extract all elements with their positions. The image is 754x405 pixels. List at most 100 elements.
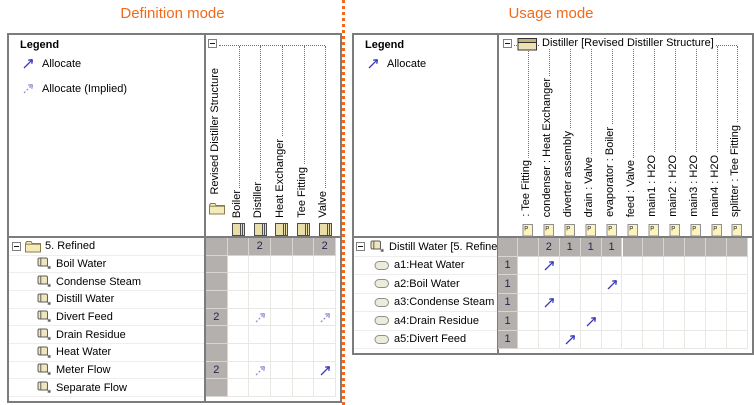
matrix-cell[interactable] xyxy=(292,344,315,362)
matrix-cell[interactable] xyxy=(559,312,581,331)
matrix-cell[interactable] xyxy=(227,361,250,380)
matrix-cell[interactable] xyxy=(706,238,727,257)
matrix-cell[interactable] xyxy=(518,293,539,312)
matrix-cell[interactable] xyxy=(580,256,602,275)
column-header-label-6[interactable]: main1 : H2O xyxy=(645,153,658,219)
matrix-cell[interactable] xyxy=(206,238,228,256)
matrix-cell[interactable]: 2 xyxy=(538,238,560,257)
matrix-cell[interactable] xyxy=(314,273,336,291)
matrix-cell[interactable] xyxy=(271,344,293,362)
row-label-3[interactable]: Distill Water xyxy=(9,291,204,309)
matrix-cell[interactable] xyxy=(271,361,293,380)
matrix-cell[interactable] xyxy=(249,344,271,362)
matrix-cell[interactable] xyxy=(292,238,315,256)
matrix-cell[interactable] xyxy=(685,275,707,294)
matrix-cell[interactable] xyxy=(271,255,293,274)
matrix-cell[interactable] xyxy=(538,275,560,294)
matrix-cell[interactable] xyxy=(601,293,623,312)
matrix-cell[interactable] xyxy=(292,379,315,397)
header-collapse-minus-icon[interactable] xyxy=(208,39,217,48)
matrix-cell[interactable] xyxy=(498,238,518,257)
matrix-cell[interactable] xyxy=(706,293,727,312)
matrix-cell[interactable] xyxy=(559,275,581,294)
matrix-cell[interactable] xyxy=(559,293,581,312)
matrix-cell[interactable] xyxy=(706,275,727,294)
matrix-cell[interactable] xyxy=(271,291,293,309)
matrix-total-cell[interactable] xyxy=(206,291,228,309)
matrix-cell[interactable] xyxy=(685,293,707,312)
row-label-4[interactable]: a4:Drain Residue xyxy=(354,312,497,331)
matrix-cell[interactable] xyxy=(685,238,707,257)
row-label-5[interactable]: Drain Residue xyxy=(9,326,204,344)
matrix-total-cell[interactable]: 1 xyxy=(498,312,518,331)
matrix-total-cell[interactable]: 1 xyxy=(498,275,518,294)
column-header-label-3[interactable]: drain : Valve xyxy=(583,154,596,219)
matrix-cell[interactable] xyxy=(292,361,315,380)
matrix-cell[interactable]: 1 xyxy=(601,238,623,257)
column-header-label-4[interactable]: Tee Fitting xyxy=(295,165,308,220)
matrix-cell[interactable] xyxy=(292,308,315,327)
column-header-label-0[interactable]: Revised Distiller Structure xyxy=(208,66,221,197)
matrix-cell[interactable]: 1 xyxy=(559,238,581,257)
matrix-cell[interactable] xyxy=(227,238,250,256)
column-header-label-4[interactable]: evaporator : Boiler xyxy=(604,125,617,219)
matrix-cell[interactable] xyxy=(227,308,250,327)
matrix-cell[interactable] xyxy=(664,293,686,312)
row-label-1[interactable]: a1:Heat Water xyxy=(354,256,497,275)
matrix-cell[interactable] xyxy=(685,256,707,275)
matrix-cell[interactable] xyxy=(314,291,336,309)
matrix-cell[interactable] xyxy=(249,308,271,327)
matrix-cell[interactable] xyxy=(271,273,293,291)
row-label-1[interactable]: Boil Water xyxy=(9,255,204,274)
matrix-total-cell[interactable]: 2 xyxy=(206,308,228,327)
matrix-cell[interactable] xyxy=(664,256,686,275)
matrix-cell[interactable] xyxy=(314,308,336,327)
matrix-cell[interactable] xyxy=(580,275,602,294)
matrix-total-cell[interactable] xyxy=(206,326,228,344)
row-label-4[interactable]: Divert Feed xyxy=(9,308,204,327)
column-header-label-7[interactable]: main2 : H2O xyxy=(666,153,679,219)
matrix-total-cell[interactable]: 1 xyxy=(498,330,518,349)
matrix-cell[interactable] xyxy=(559,256,581,275)
column-header-label-5[interactable]: feed : Valve xyxy=(624,157,637,219)
matrix-cell[interactable] xyxy=(580,330,602,349)
column-header-label-9[interactable]: main4 : H2O xyxy=(708,153,721,219)
column-header-label-2[interactable]: diverter assembly xyxy=(562,128,575,219)
matrix-cell[interactable] xyxy=(643,330,665,349)
matrix-cell[interactable] xyxy=(249,361,271,380)
matrix-cell[interactable] xyxy=(727,330,748,349)
column-header-label-5[interactable]: Valve xyxy=(317,189,330,220)
matrix-cell[interactable] xyxy=(664,275,686,294)
matrix-cell[interactable] xyxy=(249,326,271,344)
matrix-cell[interactable] xyxy=(518,330,539,349)
matrix-cell[interactable]: 1 xyxy=(580,238,602,257)
matrix-cell[interactable]: 2 xyxy=(249,238,271,256)
row-label-2[interactable]: a2:Boil Water xyxy=(354,275,497,294)
matrix-cell[interactable] xyxy=(314,255,336,274)
matrix-cell[interactable] xyxy=(643,293,665,312)
matrix-cell[interactable] xyxy=(622,330,644,349)
row-label-6[interactable]: Heat Water xyxy=(9,344,204,362)
matrix-cell[interactable] xyxy=(664,330,686,349)
matrix-cell[interactable] xyxy=(622,275,644,294)
matrix-cell[interactable] xyxy=(292,291,315,309)
matrix-cell[interactable] xyxy=(227,379,250,397)
matrix-cell[interactable] xyxy=(249,291,271,309)
matrix-cell[interactable] xyxy=(249,255,271,274)
matrix-cell[interactable] xyxy=(227,273,250,291)
matrix-cell[interactable] xyxy=(622,238,644,257)
matrix-cell[interactable] xyxy=(664,312,686,331)
matrix-cell[interactable] xyxy=(271,238,293,256)
matrix-cell[interactable] xyxy=(622,293,644,312)
matrix-total-cell[interactable] xyxy=(206,379,228,397)
matrix-cell[interactable] xyxy=(727,256,748,275)
matrix-cell[interactable] xyxy=(271,326,293,344)
matrix-cell[interactable] xyxy=(314,344,336,362)
matrix-cell[interactable]: 2 xyxy=(314,238,336,256)
matrix-cell[interactable] xyxy=(727,312,748,331)
matrix-cell[interactable] xyxy=(314,326,336,344)
tree-expander-minus-icon[interactable] xyxy=(356,242,365,252)
matrix-cell[interactable] xyxy=(249,273,271,291)
matrix-cell[interactable] xyxy=(292,255,315,274)
row-label-2[interactable]: Condense Steam xyxy=(9,273,204,291)
